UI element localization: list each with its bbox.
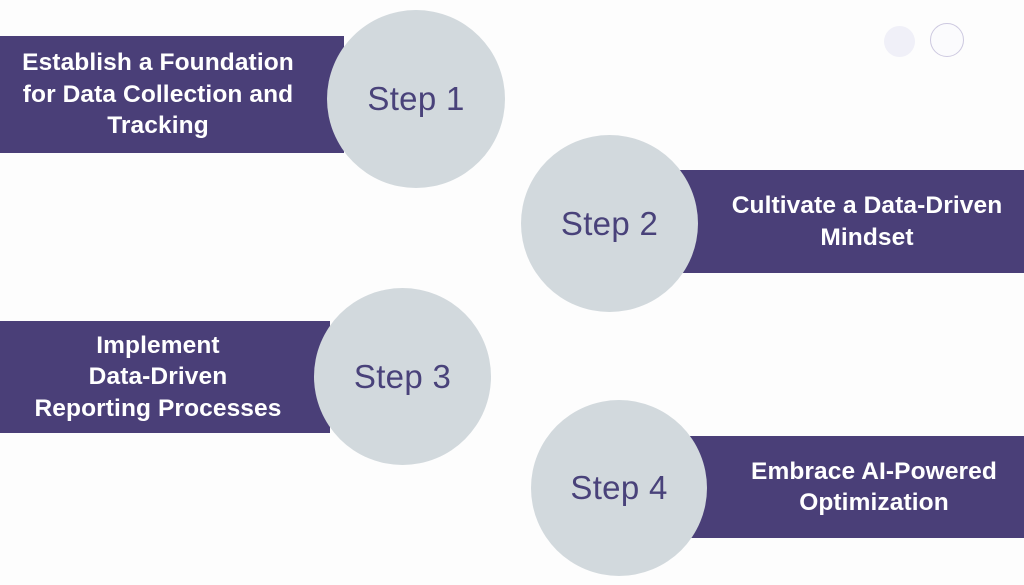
step-4-badge-label: Step 4 (570, 469, 668, 506)
step-2-description-bar: Cultivate a Data-Driven Mindset (680, 170, 1024, 273)
step-4-badge-circle[interactable]: Step 4 (531, 400, 707, 576)
step-2-badge-circle[interactable]: Step 2 (521, 135, 698, 312)
step-1-description-text: Establish a Foundation for Data Collecti… (22, 49, 294, 140)
step-1-badge-label: Step 1 (367, 80, 465, 117)
step-1-description-bar: Establish a Foundation for Data Collecti… (0, 36, 344, 153)
step-3-badge-label: Step 3 (353, 357, 452, 395)
step-4-description-text: Embrace AI-Powered Optimization (751, 457, 997, 516)
step-2-badge-label: Step 2 (560, 204, 659, 242)
decorative-outline-dot-icon (930, 23, 964, 57)
step-2-description-text: Cultivate a Data-Driven Mindset (731, 192, 1003, 251)
step-3-description-bar: Implement Data-Driven Reporting Processe… (0, 321, 330, 433)
step-1-badge-circle[interactable]: Step 1 (327, 10, 505, 188)
step-4-description-bar: Embrace AI-Powered Optimization (690, 436, 1024, 538)
decorative-filled-dot-icon (884, 26, 915, 57)
step-3-badge-circle[interactable]: Step 3 (314, 288, 491, 465)
step-3-description-text: Implement Data-Driven Reporting Processe… (34, 331, 282, 422)
